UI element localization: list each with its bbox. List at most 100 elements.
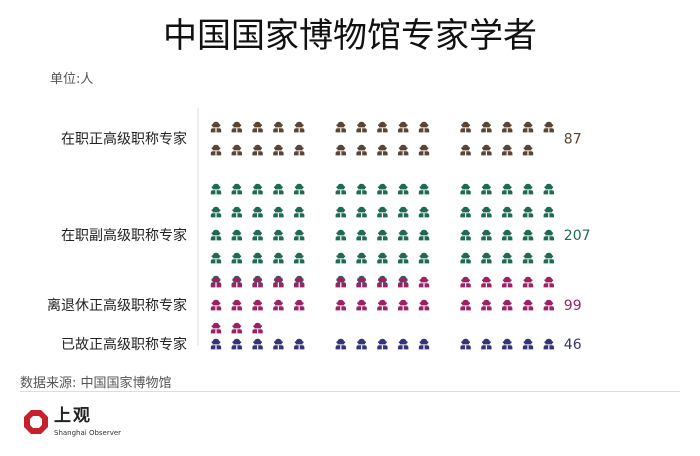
person-icon	[418, 229, 430, 241]
person-icon	[418, 144, 430, 156]
person-icon	[252, 276, 263, 288]
person-icon	[210, 252, 222, 264]
person-icon	[481, 144, 492, 156]
logo-mark-icon	[24, 410, 48, 434]
person-icon	[294, 338, 305, 350]
person-icon	[502, 338, 513, 350]
person-icon	[252, 322, 263, 334]
person-icon	[335, 229, 346, 241]
unit-label: 单位:人	[50, 72, 94, 87]
person-icon	[273, 144, 284, 156]
person-icon	[210, 229, 222, 241]
person-icon	[481, 229, 492, 241]
person-icon	[231, 229, 242, 241]
person-icon	[273, 229, 284, 241]
person-icon	[460, 229, 471, 241]
person-icon	[398, 338, 409, 350]
person-icon	[231, 121, 242, 133]
person-icon	[377, 229, 388, 241]
logo-name: 上观	[54, 406, 92, 426]
person-icon	[460, 121, 471, 133]
person-icon	[356, 276, 367, 288]
person-icon	[210, 144, 222, 156]
person-icon	[231, 299, 242, 311]
person-icon	[377, 299, 388, 311]
person-icon	[294, 183, 305, 195]
person-icon	[356, 299, 367, 311]
person-icon	[398, 229, 409, 241]
person-icon	[502, 144, 513, 156]
person-icon	[481, 183, 492, 195]
person-icon	[460, 206, 471, 218]
person-icon	[273, 338, 284, 350]
person-icon	[294, 144, 305, 156]
logo-subtitle: Shanghai Observer	[54, 429, 122, 437]
person-icon	[335, 144, 346, 156]
person-icon	[356, 206, 367, 218]
person-icon	[398, 206, 409, 218]
person-icon	[231, 338, 242, 350]
person-icon	[273, 252, 284, 264]
value-label: 46	[564, 337, 582, 353]
person-icon	[460, 183, 471, 195]
person-icon	[418, 206, 430, 218]
person-icon	[356, 121, 367, 133]
person-icon	[460, 252, 471, 264]
person-icon	[252, 183, 263, 195]
person-icon	[231, 276, 242, 288]
person-icon	[543, 206, 554, 218]
person-icon	[377, 121, 388, 133]
person-icon	[377, 206, 388, 218]
person-icon	[398, 144, 409, 156]
person-icon	[543, 252, 554, 264]
value-label: 87	[564, 132, 582, 148]
person-icon	[294, 229, 305, 241]
person-icon	[356, 183, 367, 195]
person-icon	[210, 338, 222, 350]
source-note: 数据来源: 中国国家博物馆	[20, 376, 172, 391]
person-icon	[522, 183, 534, 195]
person-icon	[210, 183, 222, 195]
person-icon	[460, 144, 471, 156]
person-icon	[398, 276, 409, 288]
person-icon	[210, 121, 222, 133]
person-icon	[273, 121, 284, 133]
person-icon	[294, 206, 305, 218]
person-icon	[460, 338, 471, 350]
person-icon	[335, 276, 346, 288]
person-icon	[335, 252, 346, 264]
person-icon	[377, 252, 388, 264]
person-icon	[481, 121, 492, 133]
person-icon	[210, 276, 222, 288]
person-icon	[335, 206, 346, 218]
person-icon	[543, 338, 554, 350]
person-icon	[481, 206, 492, 218]
person-icon	[294, 252, 305, 264]
person-icon	[522, 338, 534, 350]
person-icon	[522, 229, 534, 241]
person-icon	[418, 183, 430, 195]
person-icon	[231, 322, 242, 334]
person-icon	[231, 183, 242, 195]
person-icon	[231, 144, 242, 156]
person-icon	[252, 121, 263, 133]
person-icon	[231, 206, 242, 218]
person-icon	[418, 121, 430, 133]
person-icon	[210, 299, 222, 311]
person-icon	[252, 252, 263, 264]
value-label: 207	[564, 228, 591, 244]
person-icon	[502, 276, 513, 288]
person-icon	[398, 183, 409, 195]
person-icon	[252, 144, 263, 156]
person-icon	[543, 229, 554, 241]
category-label: 在职正高级职称专家	[61, 131, 187, 148]
person-icon	[294, 276, 305, 288]
person-icon	[335, 338, 346, 350]
person-icon	[481, 276, 492, 288]
person-icon	[502, 206, 513, 218]
person-icon	[273, 183, 284, 195]
person-icon	[522, 144, 534, 156]
person-icon	[273, 276, 284, 288]
